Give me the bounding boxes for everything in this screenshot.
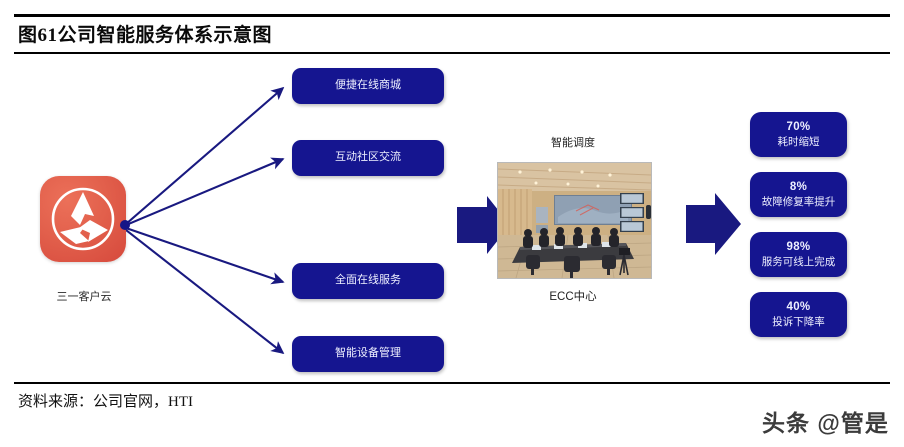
connector-hub-dot <box>120 220 130 230</box>
outcome-label: 耗时缩短 <box>777 136 820 148</box>
outcome-label: 服务可线上完成 <box>761 256 836 268</box>
footer-divider <box>14 382 890 384</box>
header-divider <box>14 14 890 17</box>
outcome-box-online-service-rate[interactable]: 98% 服务可线上完成 <box>750 232 847 277</box>
outcome-percent: 98% <box>786 241 811 254</box>
source-note: 资料来源：公司官网，HTI <box>18 394 193 410</box>
channel-label: 智能设备管理 <box>335 347 401 360</box>
outcome-box-time-reduction[interactable]: 70% 耗时缩短 <box>750 112 847 157</box>
ecc-top-label: 智能调度 <box>551 137 595 149</box>
outcome-label: 故障修复率提升 <box>761 196 836 208</box>
title-underline-divider <box>14 52 890 54</box>
channel-box-device-management[interactable]: 智能设备管理 <box>292 336 444 372</box>
channel-box-community[interactable]: 互动社区交流 <box>292 140 444 176</box>
source-node-caption: 三一客户云 <box>56 291 112 303</box>
channel-label: 全面在线服务 <box>335 274 401 287</box>
watermark: 头条 @管是 <box>762 410 889 436</box>
channel-label: 互动社区交流 <box>335 151 401 164</box>
channel-box-online-mall[interactable]: 便捷在线商城 <box>292 68 444 104</box>
sany-logo-tile <box>40 176 126 262</box>
page-title: 图61公司智能服务体系示意图 <box>18 25 273 46</box>
channel-box-online-service[interactable]: 全面在线服务 <box>292 263 444 299</box>
sany-logo-icon <box>51 187 115 251</box>
outcome-percent: 70% <box>786 121 811 134</box>
outcome-percent: 8% <box>789 181 808 194</box>
channel-label: 便捷在线商城 <box>335 79 401 92</box>
outcome-percent: 40% <box>786 301 811 314</box>
outcome-box-complaint-drop[interactable]: 40% 投诉下降率 <box>750 292 847 337</box>
ecc-bottom-label: ECC中心 <box>549 291 597 303</box>
outcome-label: 投诉下降率 <box>772 316 825 328</box>
ecc-control-room-photo <box>497 162 652 279</box>
outcome-box-repair-rate[interactable]: 8% 故障修复率提升 <box>750 172 847 217</box>
